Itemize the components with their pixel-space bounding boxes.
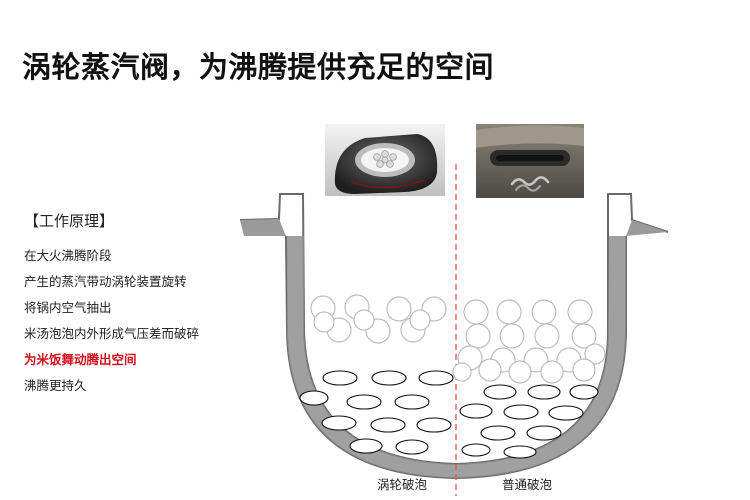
working-principle: 【工作原理】 在大火沸腾阶段 产生的蒸汽带动涡轮装置旋转 将锅内空气抽出 米汤泡… bbox=[24, 210, 199, 399]
normal-bubbles bbox=[452, 299, 606, 384]
principle-step: 米汤泡泡内外形成气压差而破碎 bbox=[24, 326, 200, 341]
principle-step-highlight: 为米饭舞动腾出空间 bbox=[24, 352, 137, 367]
normal-rice-grains bbox=[459, 384, 599, 459]
pot-outline bbox=[239, 193, 669, 466]
turbo-bubbles bbox=[310, 294, 447, 344]
page-title: 涡轮蒸汽阀，为沸腾提供充足的空间 bbox=[22, 50, 495, 84]
normal-valve-photo bbox=[476, 124, 584, 198]
principle-step: 将锅内空气抽出 bbox=[24, 300, 112, 315]
principle-step: 产生的蒸汽带动涡轮装置旋转 bbox=[24, 274, 187, 289]
turbo-rice-grains bbox=[299, 370, 454, 455]
normal-bubble-label: 普通破泡 bbox=[502, 477, 553, 492]
principle-step: 在大火沸腾阶段 bbox=[24, 248, 112, 263]
principle-step: 沸腾更持久 bbox=[24, 378, 87, 393]
turbo-valve-photo bbox=[325, 124, 445, 196]
principle-heading: 【工作原理】 bbox=[24, 212, 115, 230]
turbo-bubble-label: 涡轮破泡 bbox=[377, 477, 428, 492]
